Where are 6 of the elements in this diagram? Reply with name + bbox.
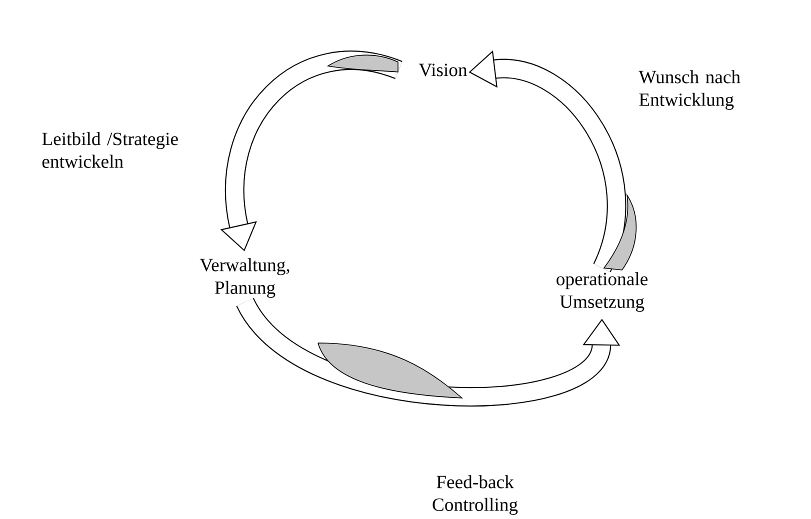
node-text: Vision	[418, 64, 468, 76]
node-text: operationale Umsetzung	[556, 272, 648, 312]
edge-label: Leitbild /Strategie entwickeln	[42, 132, 178, 168]
node-text: Verwaltung, Planung	[200, 258, 290, 298]
edge-label: Feed-back Controlling	[432, 475, 518, 515]
edge-label: Wunsch nach Entwicklung	[638, 70, 740, 110]
